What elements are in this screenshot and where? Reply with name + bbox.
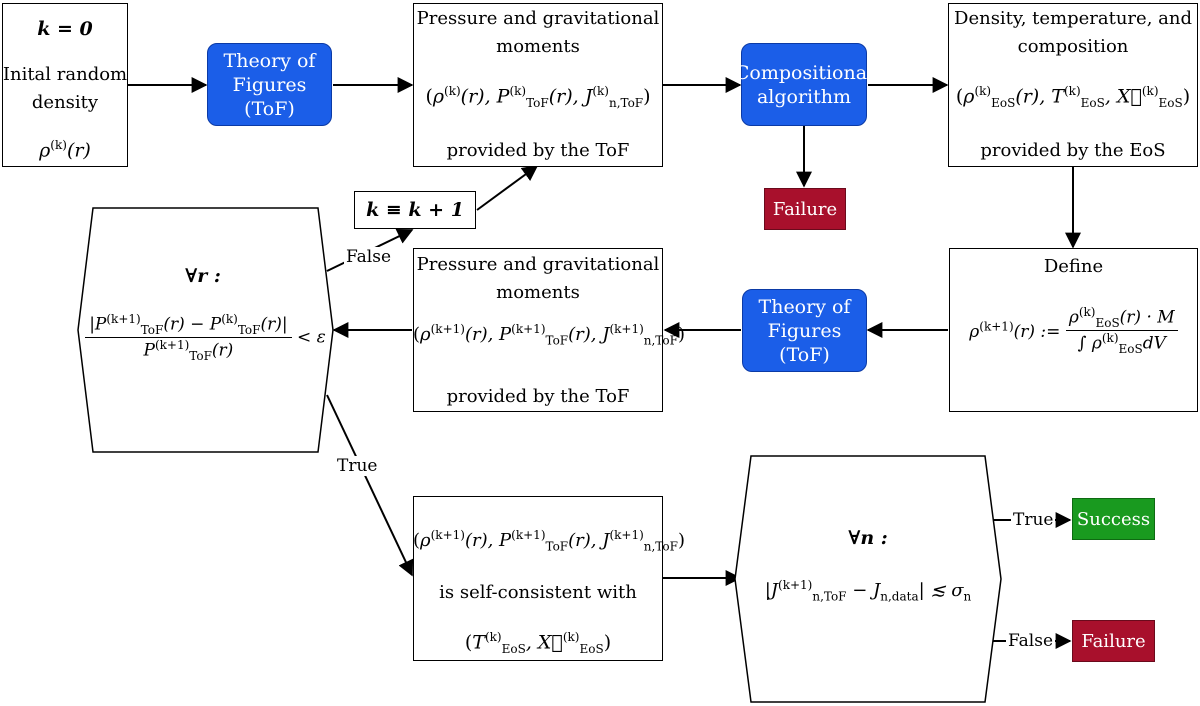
pgm1-footer: provided by the ToF [446, 140, 630, 161]
pgm2-formula: (ρ(k+1)(r), P(k+1)ToF(r), J(k+1)n,ToF) [413, 322, 685, 348]
init-rho-sup: (k) [50, 138, 67, 152]
tof2-line1: Theory of [758, 295, 851, 318]
dtc-line2: composition [1017, 36, 1129, 57]
edge-label-false-2: False [1006, 631, 1055, 651]
dtc-footer: provided by the EoS [980, 140, 1166, 161]
pgm1-box [413, 3, 663, 167]
pgm2-footer: provided by the ToF [446, 386, 630, 407]
convergence-hexagon [77, 207, 334, 453]
edge-conv-selfc [326, 394, 414, 577]
tof2-line2: Figures (ToF) [767, 319, 842, 366]
selfc-middle: is self-consistent with [439, 582, 637, 603]
init-rho: ρ(k)(r) [39, 138, 91, 162]
check-formula: |J(k+1)n,ToF − Jn,data| ≲ σn [764, 578, 972, 604]
selfc-box [413, 496, 663, 661]
pgm2-box [413, 248, 663, 412]
edge-kinc-pgm1 [476, 165, 539, 211]
tof1-line2: Figures (ToF) [232, 73, 307, 120]
define-formula: ρ(k+1)(r) := ρ(k)EoS(r) · M ∫ ρ(k)EoSdV [949, 305, 1198, 356]
selfc-formula: (ρ(k+1)(r), P(k+1)ToF(r), J(k+1)n,ToF) [413, 528, 685, 554]
conv-forall: ∀r : [185, 265, 221, 287]
pgm1-line1: Pressure and gravitational [416, 8, 660, 29]
k-increment-label: k ≡ k + 1 [366, 199, 464, 221]
define-title: Define [1043, 256, 1104, 277]
failure-node-1: Failure [764, 188, 846, 230]
conv-formula: |P(k+1)ToF(r) − P(k)ToF(r)| P(k+1)ToF(r)… [78, 312, 333, 363]
success-node: Success [1072, 498, 1155, 540]
edge-label-false-1: False [344, 247, 393, 267]
selfc-formula2: (T(k)EoS, X⃗(k)EoS) [464, 630, 612, 657]
pgm1-formula: (ρ(k)(r), P(k)ToF(r), J(k)n,ToF) [425, 84, 651, 111]
pgm2-line1: Pressure and gravitational [416, 254, 660, 275]
check-hexagon [734, 455, 1002, 703]
tof1-line1: Theory of [223, 49, 316, 72]
edge-label-true-1: True [335, 456, 380, 476]
dtc-formula: (ρ(k)EoS(r), T(k)EoS, X⃗(k)EoS) [955, 84, 1191, 111]
check-forall: ∀n : [848, 527, 888, 549]
edge-label-true-2: True [1011, 510, 1056, 530]
init-line2: density [31, 92, 99, 113]
pgm1-line2: moments [496, 36, 580, 57]
failure-node-2: Failure [1072, 620, 1155, 662]
k0-label: k = 0 [37, 18, 93, 40]
comp-line1: Compositional [734, 61, 874, 84]
define-box [949, 248, 1198, 412]
dtc-box [948, 3, 1198, 167]
dtc-line1: Density, temperature, and [954, 8, 1192, 29]
k-increment-box [354, 191, 476, 229]
init-line1: Inital random [2, 64, 128, 85]
pgm2-line2: moments [496, 282, 580, 303]
init-box [2, 3, 128, 167]
comp-line2: algorithm [756, 85, 852, 108]
